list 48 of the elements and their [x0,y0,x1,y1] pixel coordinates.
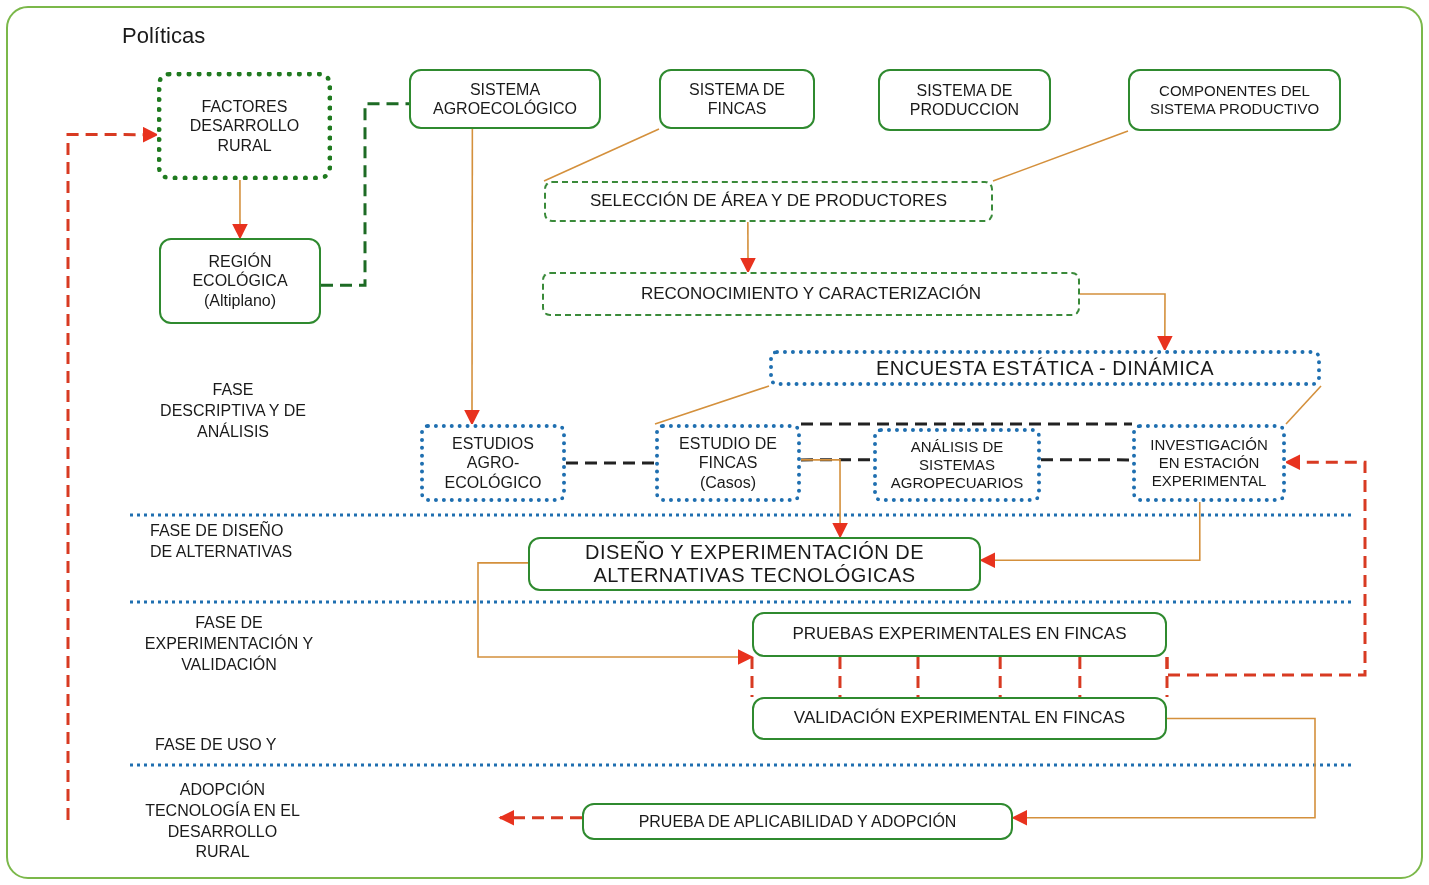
dashed-connector [321,102,409,287]
connector-line [1285,385,1322,425]
connector-line [232,179,248,240]
process-box: ANÁLISIS DE SISTEMAS AGROPECUARIOS [873,428,1041,502]
phase-label: FASE DE USO Y [155,735,277,755]
connector-line [654,385,770,425]
phase-label: FASE DESCRIPTIVA Y DE ANÁLISIS [160,380,306,442]
process-box: INVESTIGACIÓN EN ESTACIÓN EXPERIMENTAL [1132,424,1286,502]
process-box: PRUEBAS EXPERIMENTALES EN FINCAS [752,612,1167,657]
process-box: REGIÓN ECOLÓGICA (Altiplano) [159,238,321,324]
connector-line [740,221,756,274]
connector-line [800,459,849,539]
dashed-connector [750,657,754,697]
connector-line [543,128,660,182]
dashed-connector [801,422,1132,426]
process-box: SISTEMA DE FINCAS [659,69,815,129]
process-box: ESTUDIO DE FINCAS (Casos) [655,424,801,502]
dashed-connector [838,657,842,697]
section-heading: Políticas [122,22,206,50]
phase-label: ADOPCIÓN TECNOLOGÍA EN EL DESARROLLO RURAL [144,780,301,863]
connector-line [979,501,1201,569]
process-box: SISTEMA DE PRODUCCION [878,69,1051,131]
dashed-connector [566,461,655,465]
process-box: VALIDACIÓN EXPERIMENTAL EN FINCAS [752,697,1167,740]
dashed-connector [1165,454,1367,677]
process-box: PRUEBA DE APLICABILIDAD Y ADOPCIÓN [582,803,1013,840]
connector-line [477,562,754,665]
process-box: SISTEMA AGROECOLÓGICO [409,69,601,129]
dashed-connector [916,657,920,697]
dashed-connector [66,126,159,820]
dashed-connector [1041,458,1132,462]
connector-line [464,128,480,426]
connector-line [1079,293,1173,352]
dashed-connector [801,458,873,462]
process-box: SELECCIÓN DE ÁREA Y DE PRODUCTORES [544,181,993,222]
process-box: RECONOCIMIENTO Y CARACTERIZACIÓN [542,272,1080,316]
connector-line [1011,717,1316,826]
process-box: DISEÑO Y EXPERIMENTACIÓN DE ALTERNATIVAS TECNOLÓGICAS [528,537,981,591]
phase-label: FASE DE DISEÑO DE ALTERNATIVAS [150,521,294,562]
dashed-connector [998,657,1002,697]
process-box: FACTORES DESARROLLO RURAL [157,72,332,180]
dashed-connector [498,809,582,826]
process-box: ENCUESTA ESTÁTICA - DINÁMICA [769,350,1321,386]
process-box: COMPONENTES DEL SISTEMA PRODUCTIVO [1128,69,1341,131]
process-box: ESTUDIOS AGRO- ECOLÓGICO [420,424,566,502]
dashed-connector [1078,657,1082,697]
connector-line [992,130,1129,182]
phase-label: FASE DE EXPERIMENTACIÓN Y VALIDACIÓN [143,613,315,675]
